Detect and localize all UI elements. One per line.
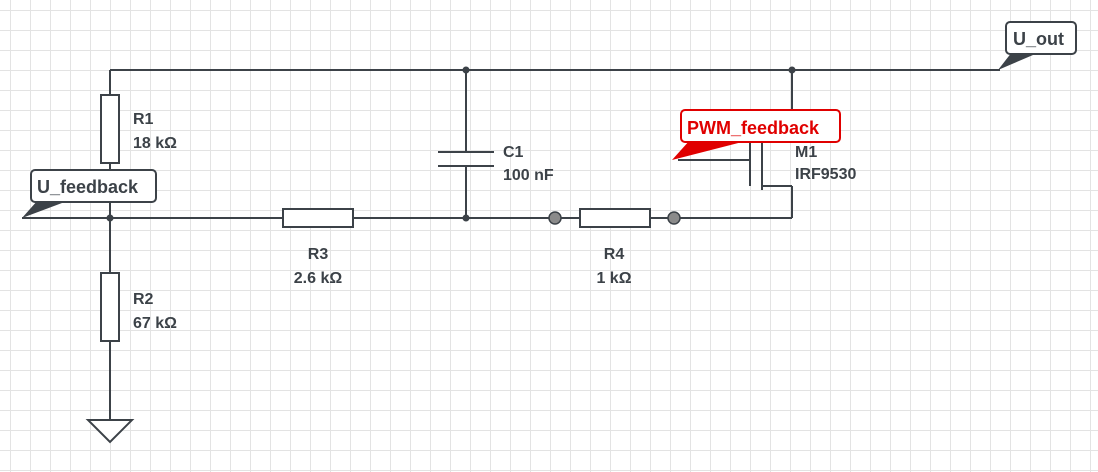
r2-name-label: R2 bbox=[133, 291, 154, 308]
resistor-r3-body[interactable] bbox=[282, 208, 354, 228]
resistor-r3[interactable]: R3 2.6 kΩ bbox=[282, 208, 354, 287]
junctions bbox=[106, 66, 796, 225]
r4-value-label: 1 kΩ bbox=[596, 270, 631, 287]
r1-name-label: R1 bbox=[133, 111, 154, 128]
resistor-r2[interactable]: R2 67 kΩ bbox=[100, 272, 177, 342]
net-label-pwm-feedback[interactable]: PWM_feedback bbox=[672, 109, 841, 160]
r4-name-label: R4 bbox=[604, 246, 625, 263]
junction-dot bbox=[106, 214, 114, 222]
r3-value-label: 2.6 kΩ bbox=[294, 270, 343, 287]
resistor-r4[interactable]: R4 1 kΩ bbox=[579, 208, 651, 287]
ground-symbol bbox=[85, 419, 135, 444]
c1-value-label: 100 nF bbox=[503, 167, 554, 184]
m1-name-label: M1 bbox=[795, 144, 817, 161]
resistor-r2-body[interactable] bbox=[100, 272, 120, 342]
junction-dot bbox=[462, 214, 470, 222]
net-label-u-feedback[interactable]: U_feedback bbox=[22, 169, 157, 218]
junction-dot bbox=[788, 66, 796, 74]
u-out-text: U_out bbox=[1013, 29, 1064, 49]
u-out-box[interactable] bbox=[1005, 21, 1077, 55]
resistor-r4-body[interactable] bbox=[579, 208, 651, 228]
pwm-feedback-text: PWM_feedback bbox=[687, 118, 820, 138]
m1-value-label: IRF9530 bbox=[795, 166, 856, 183]
u-feedback-text: U_feedback bbox=[37, 177, 139, 197]
capacitor-c1[interactable]: C1 100 nF bbox=[438, 144, 554, 184]
r4-left-terminal[interactable] bbox=[548, 211, 562, 225]
u-feedback-box[interactable] bbox=[30, 169, 157, 203]
mosfet-m1[interactable]: M1 IRF9530 bbox=[749, 134, 856, 190]
resistor-r1[interactable]: R1 18 kΩ bbox=[100, 94, 177, 164]
r3-name-label: R3 bbox=[308, 246, 329, 263]
pwm-feedback-pointer-icon bbox=[672, 140, 750, 160]
resistor-r1-body[interactable] bbox=[100, 94, 120, 164]
wires bbox=[22, 69, 1000, 420]
r1-value-label: 18 kΩ bbox=[133, 135, 177, 152]
junction-dot bbox=[462, 66, 470, 74]
u-out-pointer-icon bbox=[998, 52, 1040, 70]
ground-icon bbox=[85, 419, 135, 444]
pwm-feedback-box[interactable] bbox=[680, 109, 841, 143]
net-label-u-out[interactable]: U_out bbox=[998, 21, 1077, 70]
r2-value-label: 67 kΩ bbox=[133, 315, 177, 332]
u-feedback-pointer-icon bbox=[22, 200, 70, 218]
c1-name-label: C1 bbox=[503, 144, 524, 161]
r4-right-terminal[interactable] bbox=[667, 211, 681, 225]
